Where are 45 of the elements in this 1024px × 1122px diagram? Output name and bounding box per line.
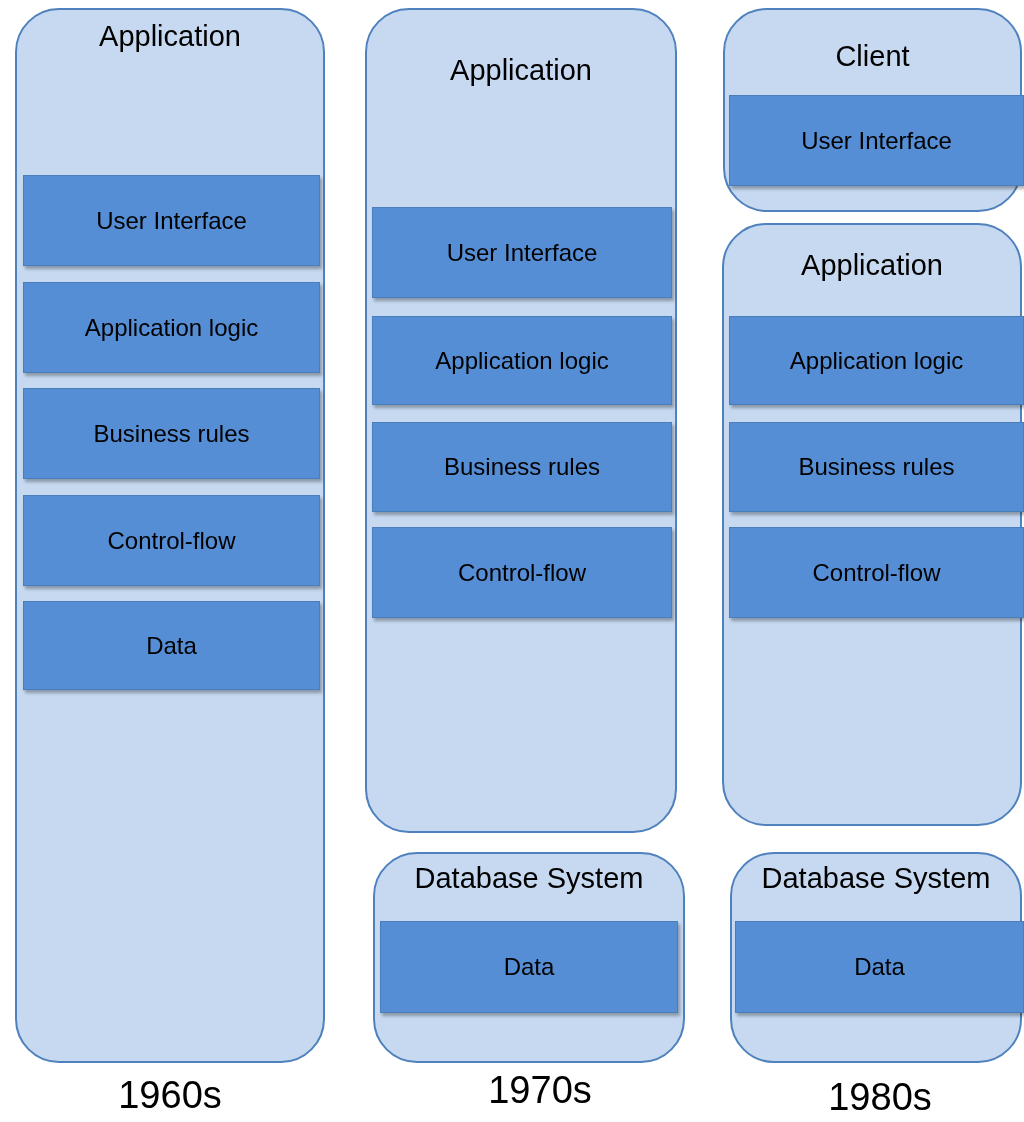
layer-label: Control-flow: [107, 526, 236, 555]
container-title: Database System: [413, 862, 645, 895]
layer-box: [729, 95, 1024, 186]
layer-label: Application logic: [84, 313, 259, 342]
container-box: [723, 8, 1022, 212]
layer-label: Control-flow: [812, 558, 941, 587]
container-title: Application: [800, 249, 944, 282]
layer-label: User Interface: [96, 206, 247, 235]
layer-label: User Interface: [446, 238, 598, 267]
container-box: [373, 852, 685, 1063]
layer-label: Application logic: [435, 346, 609, 375]
layer-box: [23, 175, 320, 266]
layer-label: Business rules: [443, 453, 601, 481]
layer-box: [23, 388, 320, 479]
container-title: Application: [98, 20, 242, 53]
layer-box: [735, 921, 1024, 1013]
layer-label: Business rules: [93, 419, 250, 448]
layer-box: [729, 316, 1024, 405]
container-box: [365, 8, 677, 833]
layer-box: [23, 495, 320, 586]
layer-box: [372, 422, 672, 512]
layer-label: Business rules: [798, 453, 955, 481]
era-label: 1970s: [488, 1069, 592, 1112]
layer-box: [372, 207, 672, 298]
container-box: [15, 8, 325, 1063]
layer-box: [380, 921, 678, 1013]
layer-label: Control-flow: [457, 558, 586, 587]
era-label: 1960s: [118, 1074, 222, 1117]
layer-box: [23, 282, 320, 373]
layer-label: Data: [854, 953, 905, 981]
layer-box: [729, 422, 1024, 512]
layer-box: [372, 527, 672, 618]
layer-label: Application logic: [789, 346, 964, 375]
container-title: Client: [834, 40, 911, 73]
layer-box: [729, 527, 1024, 618]
container-box: [730, 852, 1022, 1063]
layer-label: Data: [503, 953, 555, 981]
layer-box: [372, 316, 672, 405]
layer-label: Data: [146, 631, 197, 660]
layer-label: User Interface: [801, 126, 952, 155]
layer-box: [23, 601, 320, 690]
container-title: Application: [449, 54, 593, 87]
era-label: 1980s: [828, 1076, 932, 1119]
container-box: [722, 223, 1022, 826]
container-title: Database System: [760, 862, 992, 895]
